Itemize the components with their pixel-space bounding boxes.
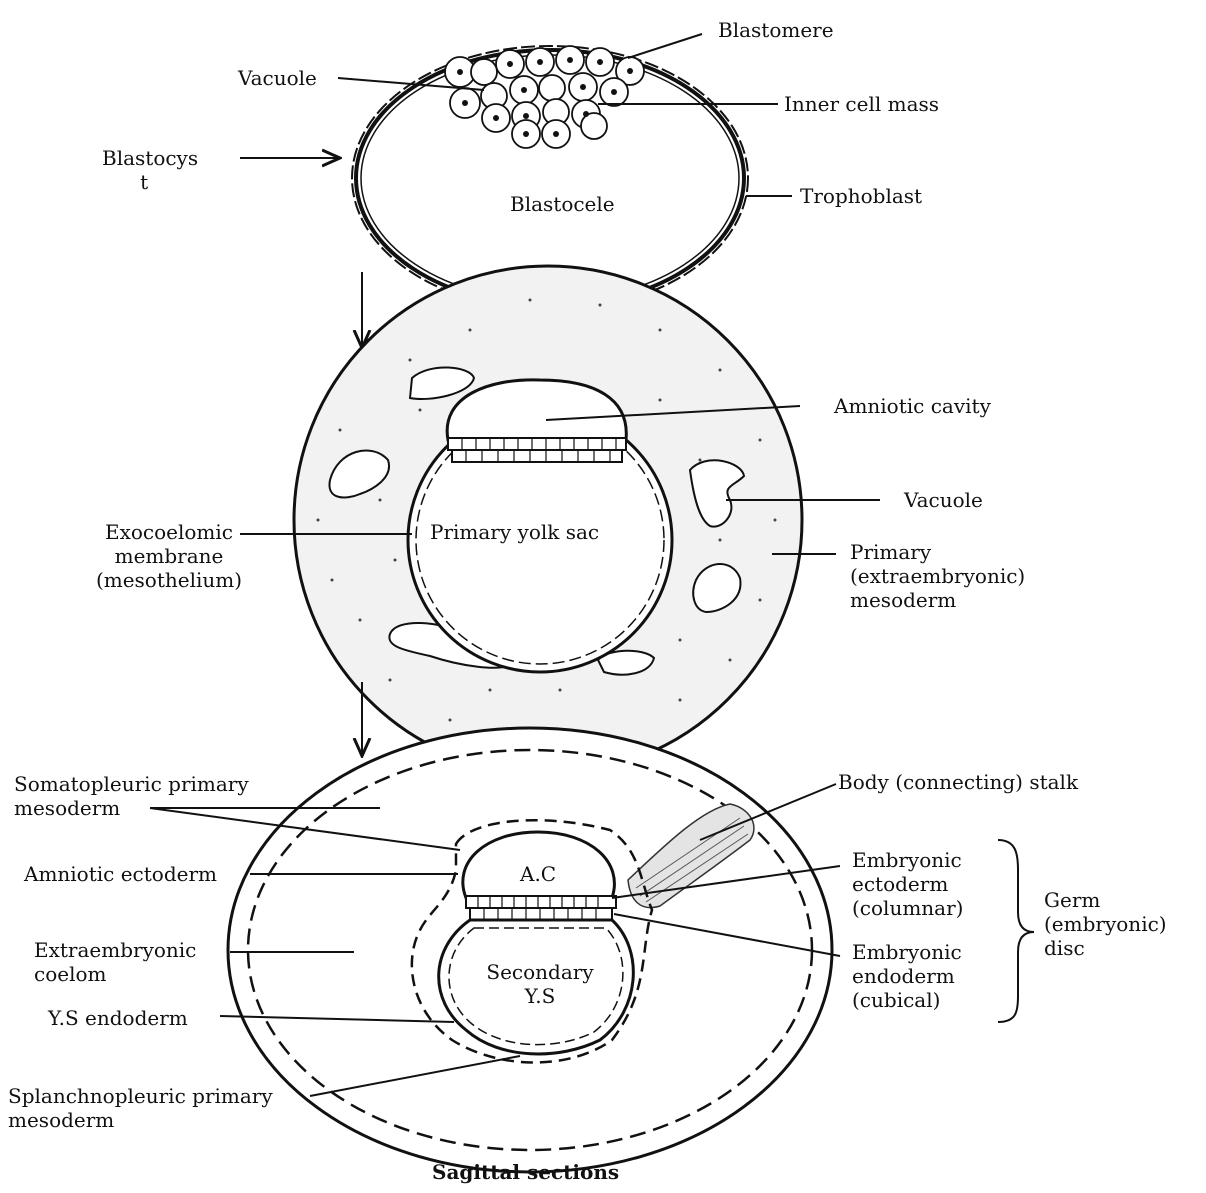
caption: Sagittal sections bbox=[432, 1160, 620, 1184]
label-germ-disc: Germ (embryonic) disc bbox=[1044, 888, 1167, 960]
label-splanchnopleuric: Splanchnopleuric primary mesoderm bbox=[8, 1084, 273, 1132]
secondary-yolk-sac bbox=[437, 918, 635, 1056]
label-extraembryonic-coelom: Extraembryonic coelom bbox=[34, 938, 197, 986]
label-blastocyst: Blastocys t bbox=[102, 146, 199, 194]
label-primary-yolk-sac: Primary yolk sac bbox=[430, 520, 600, 544]
label-amniotic-cavity: Amniotic cavity bbox=[834, 394, 991, 418]
label-vacuole-2: Vacuole bbox=[904, 488, 983, 512]
primary-yolk-sac-figure bbox=[240, 264, 880, 776]
label-exocoelomic-membrane: Exocoelomic membrane (mesothelium) bbox=[95, 520, 243, 592]
label-inner-cell-mass: Inner cell mass bbox=[784, 92, 940, 116]
secondary-yolk-sac-figure bbox=[149, 726, 1035, 1174]
label-blastocele: Blastocele bbox=[510, 192, 615, 216]
label-secondary-ys: Secondary Y.S bbox=[486, 960, 594, 1008]
blastocyst-figure bbox=[240, 33, 792, 311]
amniotic-cavity-small bbox=[461, 830, 616, 900]
label-blastomere: Blastomere bbox=[718, 18, 834, 42]
label-somatopleuric: Somatopleuric primary mesoderm bbox=[14, 772, 249, 820]
germ-disc-brace bbox=[997, 839, 1035, 1023]
label-body-stalk: Body (connecting) stalk bbox=[838, 770, 1079, 794]
amniotic-cavity bbox=[445, 378, 628, 442]
label-vacuole-1: Vacuole bbox=[238, 66, 317, 90]
label-embryonic-endoderm: Embryonic endoderm (cubical) bbox=[852, 940, 962, 1012]
label-ac: A.C bbox=[520, 862, 557, 886]
label-embryonic-ectoderm: Embryonic ectoderm (columnar) bbox=[852, 848, 964, 920]
label-ys-endoderm: Y.S endoderm bbox=[48, 1006, 188, 1030]
label-amniotic-ectoderm: Amniotic ectoderm bbox=[24, 862, 217, 886]
label-trophoblast: Trophoblast bbox=[800, 184, 923, 208]
label-primary-mesoderm: Primary (extraembryonic) mesoderm bbox=[850, 540, 1026, 612]
